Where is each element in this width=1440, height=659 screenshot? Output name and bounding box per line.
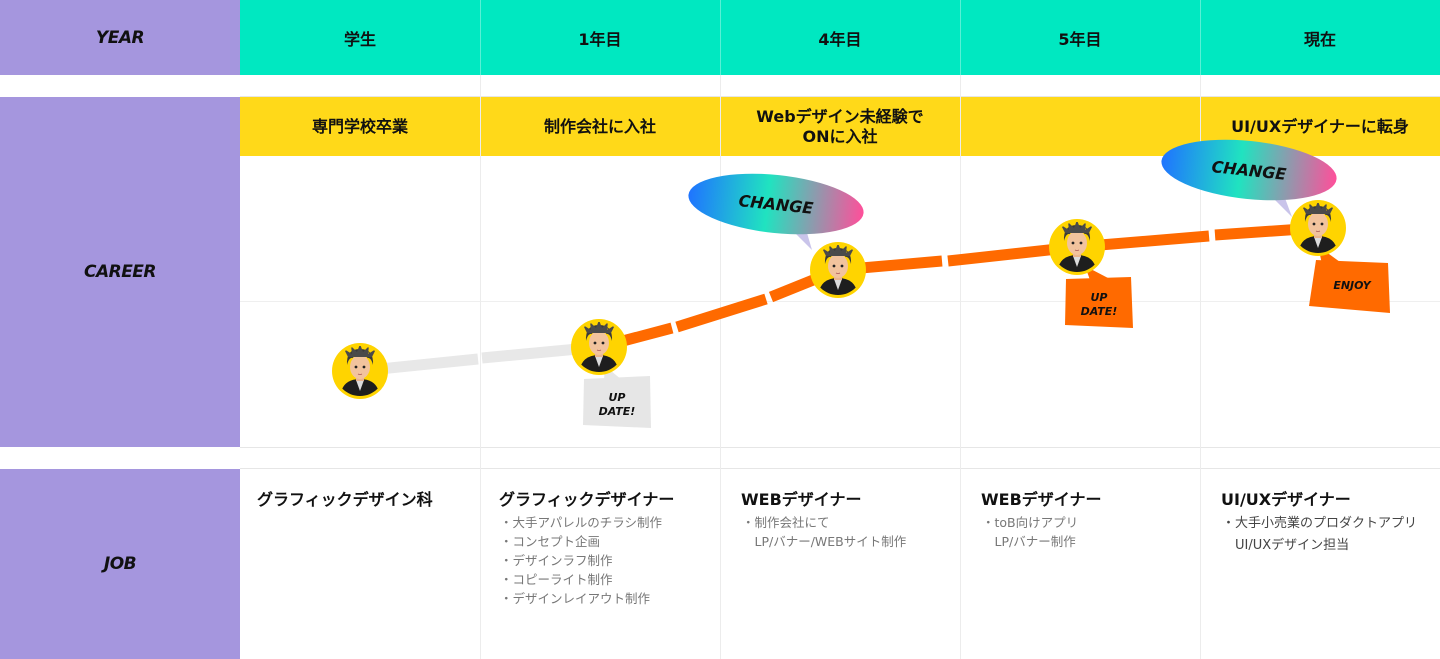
year-band bbox=[240, 0, 1440, 75]
divider bbox=[240, 447, 1440, 448]
list-item: LP/バナー制作 bbox=[982, 534, 1076, 549]
avatar bbox=[810, 242, 866, 298]
career-milestone: UI/UXデザイナーに転身 bbox=[1231, 116, 1409, 136]
job-detail-list: ・大手小売業のプロダクトアプリ UI/UXデザイン担当 bbox=[1222, 513, 1417, 557]
career-milestone-line: Webデザイン未経験で bbox=[756, 106, 924, 126]
avatar bbox=[1049, 219, 1105, 275]
column-divider bbox=[1200, 0, 1201, 75]
change-callout: CHANGE bbox=[688, 173, 864, 250]
update-callout: UP DATE! bbox=[583, 366, 651, 428]
list-item: ・大手小売業のプロダクトアプリ bbox=[1222, 516, 1418, 531]
column-divider bbox=[480, 75, 481, 659]
enjoy-callout: ENJOY bbox=[1309, 246, 1390, 313]
timeline-segment-active bbox=[675, 293, 768, 333]
job-detail-list: ・制作会社にて LP/バナー/WEBサイト制作 bbox=[742, 513, 906, 551]
year-row-label: YEAR bbox=[95, 27, 145, 48]
list-item: ・デザインラフ制作 bbox=[500, 553, 613, 568]
job-title: WEBデザイナー bbox=[981, 490, 1102, 509]
update-label: UP bbox=[609, 391, 626, 404]
job-title: グラフィックデザイナー bbox=[499, 490, 675, 509]
career-milestone: 制作会社に入社 bbox=[543, 116, 656, 136]
divider bbox=[240, 96, 1440, 97]
year-cell-student: 学生 bbox=[343, 30, 376, 49]
column-divider bbox=[720, 0, 721, 75]
list-item: UI/UXデザイン担当 bbox=[1222, 538, 1350, 553]
column-divider bbox=[1200, 75, 1201, 659]
career-milestone-line: ONに入社 bbox=[802, 126, 878, 146]
job-detail-list: ・大手アパレルのチラシ制作 ・コンセプト企画 ・デザインラフ制作 ・コピーライト… bbox=[500, 513, 662, 608]
list-item: ・コンセプト企画 bbox=[500, 534, 601, 549]
career-row-header: CAREER bbox=[0, 97, 240, 447]
avatar bbox=[1290, 200, 1346, 256]
year-cell-year5: 5年目 bbox=[1058, 30, 1102, 49]
list-item: LP/バナー/WEBサイト制作 bbox=[742, 534, 907, 549]
update-label: DATE! bbox=[1081, 305, 1118, 318]
divider bbox=[240, 301, 1440, 302]
job-detail-list: ・toB向けアプリ LP/バナー制作 bbox=[982, 513, 1078, 551]
divider bbox=[240, 468, 1440, 469]
year-cell-year4: 4年目 bbox=[818, 30, 862, 49]
year-row-header: YEAR bbox=[0, 0, 240, 75]
change-callout: CHANGE bbox=[1161, 139, 1337, 217]
list-item: ・コピーライト制作 bbox=[500, 572, 613, 587]
update-label: UP bbox=[1091, 291, 1108, 304]
year-cell-current: 現在 bbox=[1303, 30, 1336, 49]
column-divider bbox=[720, 75, 721, 659]
avatar bbox=[332, 343, 388, 399]
job-title: WEBデザイナー bbox=[741, 490, 862, 509]
list-item: ・toB向けアプリ bbox=[982, 515, 1079, 530]
job-row-label: JOB bbox=[103, 554, 137, 574]
job-title: グラフィックデザイン科 bbox=[257, 490, 433, 509]
job-row-header: JOB bbox=[0, 469, 240, 659]
list-item: ・大手アパレルのチラシ制作 bbox=[500, 515, 663, 530]
column-divider bbox=[960, 75, 961, 659]
avatar bbox=[571, 319, 627, 375]
career-row-label: CAREER bbox=[83, 262, 157, 282]
enjoy-label: ENJOY bbox=[1333, 279, 1371, 292]
year-cell-year1: 1年目 bbox=[578, 30, 622, 49]
update-label: DATE! bbox=[599, 405, 636, 418]
column-divider bbox=[480, 0, 481, 75]
job-title: UI/UXデザイナー bbox=[1221, 490, 1351, 509]
list-item: ・デザインレイアウト制作 bbox=[500, 591, 651, 606]
career-milestone: Webデザイン未経験で ONに入社 bbox=[720, 97, 960, 156]
update-callout: UP DATE! bbox=[1065, 266, 1133, 328]
list-item: ・制作会社にて bbox=[742, 515, 830, 530]
career-milestone: 専門学校卒業 bbox=[311, 116, 408, 136]
column-divider bbox=[960, 0, 961, 75]
